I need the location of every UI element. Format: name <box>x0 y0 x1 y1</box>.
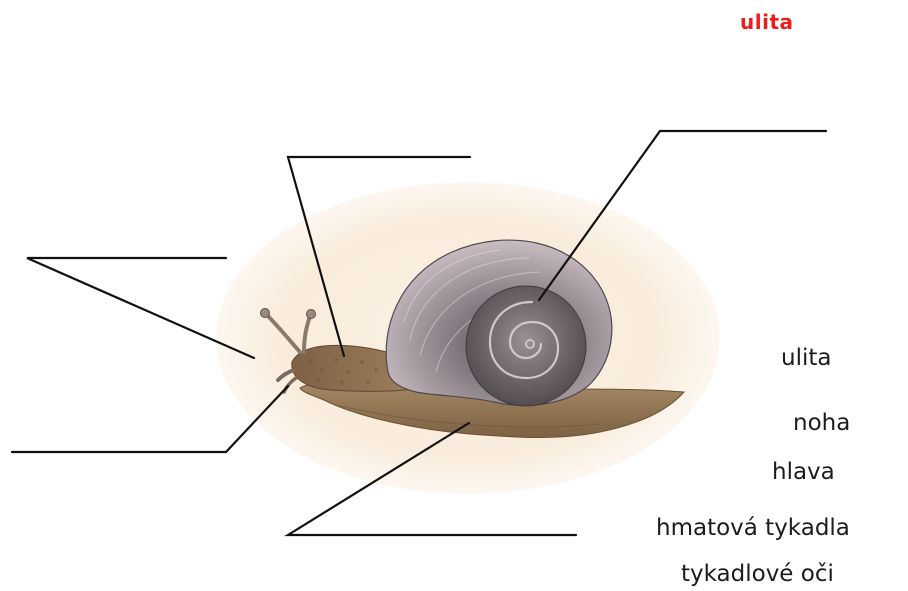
placed-answer-label[interactable]: ulita <box>740 10 794 34</box>
word-bank-item[interactable]: noha <box>793 410 850 436</box>
leader-line-eye-tentacles <box>27 258 254 358</box>
word-bank-item[interactable]: tykadlové oči <box>681 561 834 587</box>
word-bank-item[interactable]: hmatová tykadla <box>656 515 850 541</box>
word-bank-item[interactable]: hlava <box>772 459 835 485</box>
word-bank-item[interactable]: ulita <box>781 345 831 371</box>
